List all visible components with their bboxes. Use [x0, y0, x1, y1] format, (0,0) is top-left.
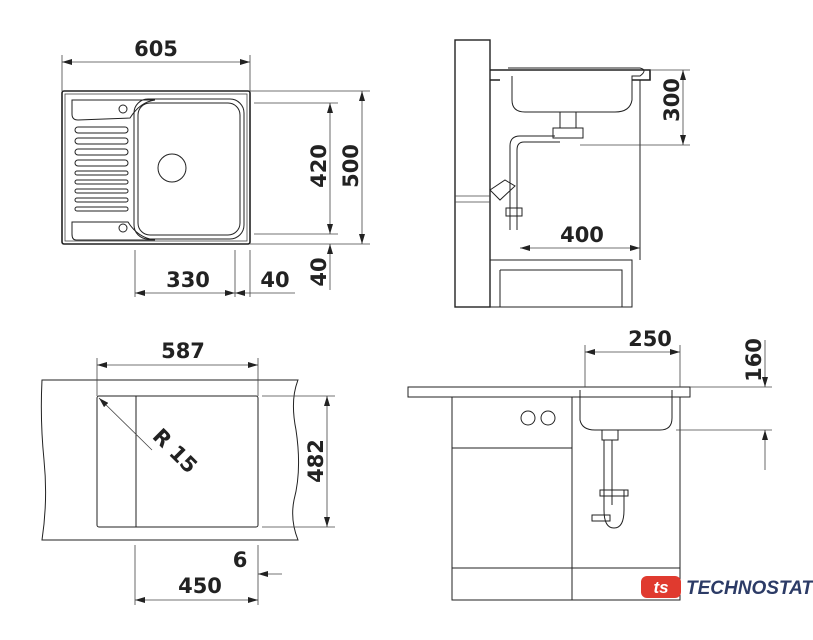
tap-hole-icon [118, 104, 128, 114]
pipe-clamp [505, 207, 523, 217]
dim-r15: R 15 [148, 424, 202, 478]
dim-160: 160 [742, 338, 766, 382]
drain-trap [552, 112, 584, 139]
front-view: 250 160 [407, 327, 772, 601]
dim-450: 450 [178, 574, 222, 598]
dim-300: 300 [660, 78, 684, 122]
dim-6: 6 [233, 548, 248, 572]
logo-mark-text: ts [653, 578, 668, 597]
logo-mark [641, 576, 681, 598]
countertop [490, 69, 651, 81]
bowl-outer [133, 98, 245, 240]
countertop-outline [40, 379, 300, 541]
wall-connector [489, 179, 516, 201]
sink-outline [61, 90, 251, 245]
drainer-ribs [74, 126, 129, 212]
socket-icon [540, 410, 556, 426]
drain-pipe [509, 135, 560, 230]
pipe-clamp [591, 514, 611, 522]
dim-500: 500 [339, 144, 363, 188]
sink-bowl [508, 67, 645, 113]
dim-400: 400 [560, 223, 604, 247]
dim-250: 250 [628, 327, 672, 351]
siphon [601, 430, 625, 529]
cabinet-plinth [490, 259, 633, 308]
countertop-front [407, 386, 691, 398]
socket-icon [520, 410, 536, 426]
cabinet-left [451, 396, 573, 601]
dim-587: 587 [161, 339, 205, 363]
cutout-view: R 15 587 482 450 6 [40, 339, 335, 605]
drainer-top [71, 99, 156, 121]
overflow-hole-icon [118, 223, 128, 233]
cutout-outline [96, 395, 259, 528]
technostatus-logo: ts TECHNOSTATUS [641, 576, 813, 599]
sink-bowl-front [579, 390, 673, 431]
drainer-bottom [71, 221, 156, 241]
dim-40-horizontal: 40 [260, 268, 289, 292]
logo-name: TECHNOSTATUS [686, 578, 813, 599]
dim-605: 605 [134, 37, 178, 61]
cabinet-right [571, 396, 681, 601]
bowl-inner [137, 102, 241, 236]
top-view: 605 420 500 40 330 40 [61, 37, 370, 297]
dim-330: 330 [166, 268, 210, 292]
wall [454, 39, 491, 308]
dim-482: 482 [304, 439, 328, 483]
drain-icon [157, 153, 187, 183]
pipe-clamp [599, 489, 629, 497]
dim-420: 420 [307, 144, 331, 188]
side-view: 300 400 [454, 39, 690, 308]
dim-40-vertical: 40 [307, 257, 331, 286]
sink-rim [64, 93, 248, 242]
